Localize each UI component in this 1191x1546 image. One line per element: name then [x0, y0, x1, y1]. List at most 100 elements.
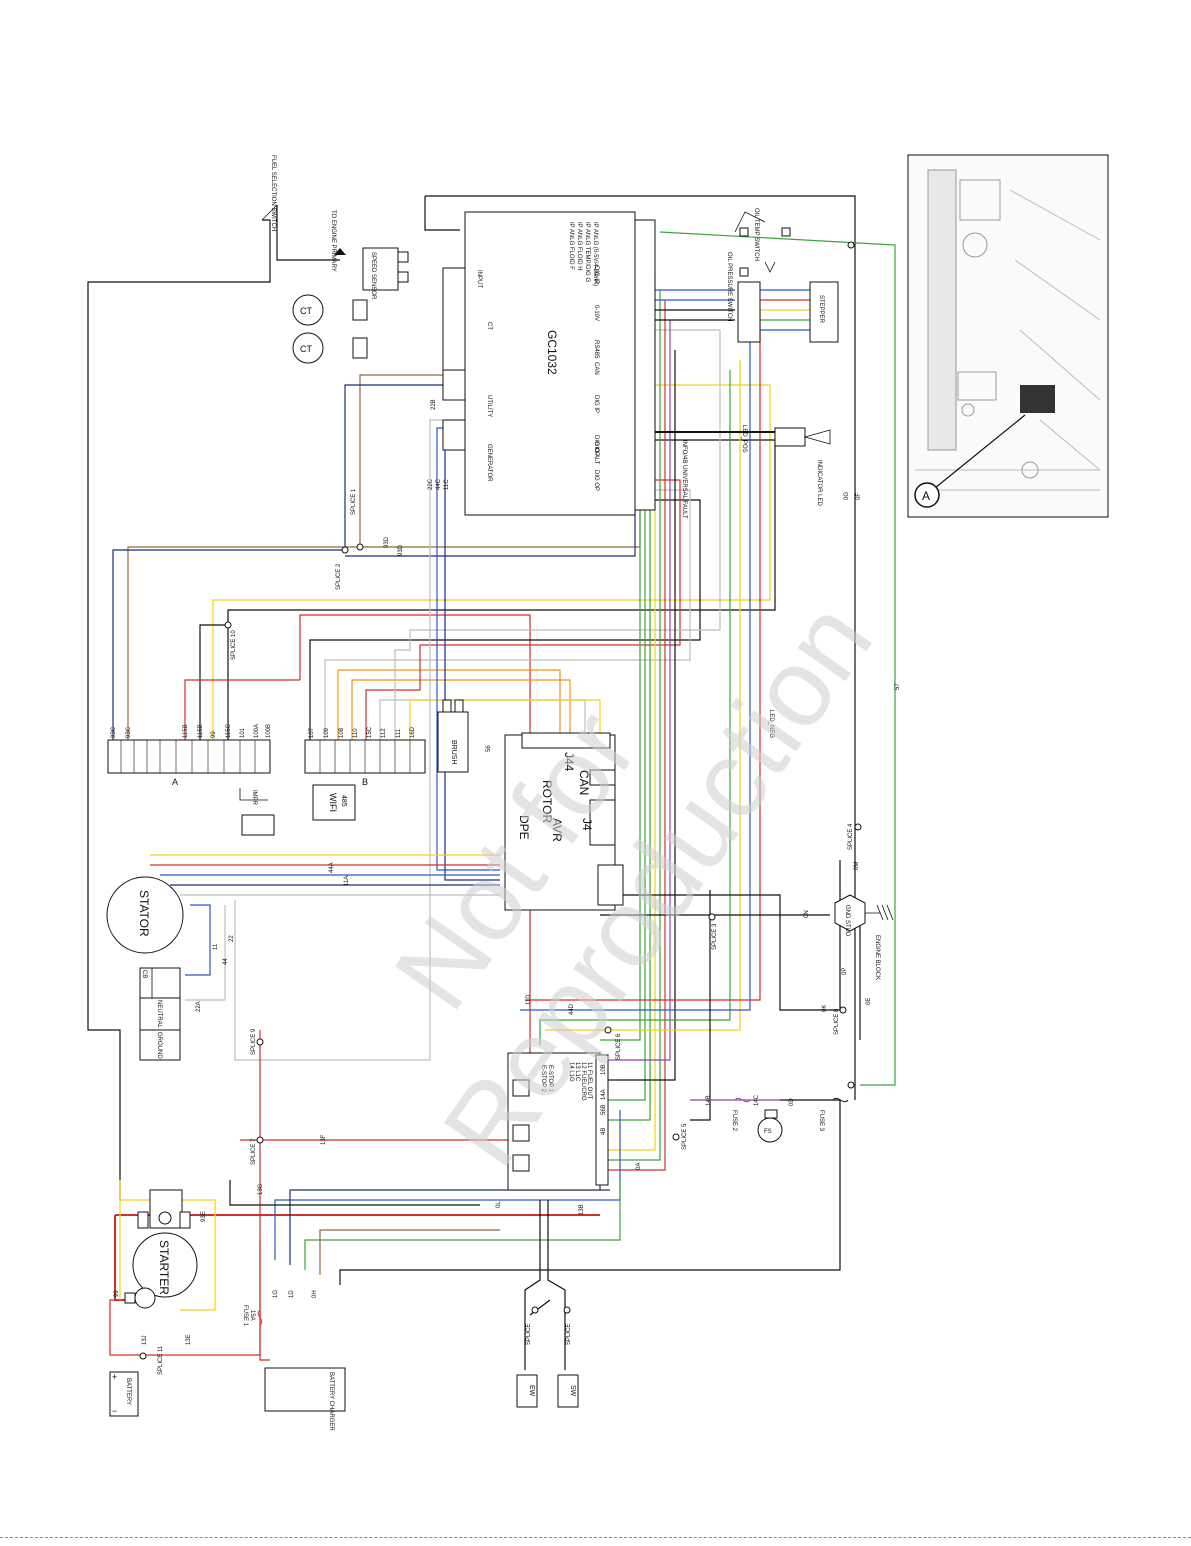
rotor-label: ROTOR	[540, 780, 554, 823]
impr-label: IMPR	[251, 790, 257, 806]
splice-11-label: SPLICE 11	[158, 1345, 164, 1375]
arrow-icon	[334, 248, 346, 255]
wire-label: 22	[229, 935, 235, 942]
wifi-module: WIFI 485	[312, 784, 356, 821]
starter-motor: STARTER	[124, 1232, 198, 1309]
wire-label: 112	[381, 728, 387, 738]
avr-board: ROTOR DPE AVR CAN J4 J44	[504, 732, 624, 911]
splice-1-node	[356, 543, 364, 551]
brush-label: BRUSH	[450, 740, 457, 765]
ground-label: GROUND	[156, 1032, 162, 1059]
pin-12: 12 FUEL/CRG	[580, 1062, 586, 1101]
callout-label: A	[922, 489, 930, 503]
starter-label: STARTER	[157, 1240, 171, 1295]
circuit-breaker: CB NEUTRAL GROUND	[139, 967, 181, 1061]
can-label: CAN	[577, 770, 591, 795]
terminal-block-b: B	[304, 739, 426, 787]
stepper-motor: STEPPER	[737, 281, 839, 343]
wire-label: 15C	[367, 726, 373, 738]
group-input: INPUT	[476, 270, 482, 288]
wire-label: 13B	[579, 1204, 585, 1215]
wire-label: 22C	[428, 478, 434, 490]
controller-name: GC1032	[545, 330, 559, 375]
wire-label: 0E	[866, 998, 872, 1005]
gc1032-controller: GC1032 INPUT CT UTILITY GENERATOR DIG OP…	[442, 211, 774, 738]
led-pos-label: LED_POS	[741, 425, 747, 453]
led-icon	[803, 429, 831, 445]
oil-pressure-label: OIL PRESSURE SWITCH	[726, 252, 732, 321]
splice-2-label: SPLICE 2	[336, 563, 342, 590]
battery-charger-label: BATTERY CHARGER	[328, 1372, 334, 1431]
wire-label: 108	[339, 727, 345, 738]
wire-label: 10B	[601, 1064, 607, 1075]
group-dig-op-2: DIG OP	[593, 435, 599, 456]
avr-label: AVR	[550, 818, 564, 842]
splice-sw-label: SPLICE	[566, 1324, 572, 1345]
splice-sw-node	[563, 1306, 571, 1314]
ct1-label: CT	[300, 306, 312, 316]
wire-label: 111	[396, 728, 402, 738]
splice-10-node	[224, 621, 232, 629]
wire-label: 93E	[201, 1211, 207, 1222]
junction-bottom-node	[847, 1081, 855, 1089]
wire-label: 0L	[496, 1201, 502, 1208]
pin-11: 11 FUEL OUT	[586, 1062, 592, 1100]
stepper-label: STEPPER	[818, 295, 824, 324]
switch-blade-icon	[261, 204, 278, 221]
wire-label: 1G	[273, 1290, 279, 1298]
splice-7-label: SPLICE 7	[251, 1138, 257, 1165]
cb-label: CB	[141, 970, 147, 978]
analog-input-f: IP ANLG FLOID F	[568, 222, 574, 270]
stator: STATOR	[106, 876, 184, 954]
group-dig-ip: DIG IP	[593, 395, 599, 413]
callout-line	[934, 414, 1026, 489]
ct-sensor-2: CT	[292, 332, 368, 364]
ground-stud: GND STUD ENGINE BLOCK	[834, 894, 894, 980]
wire-label: 0H	[312, 1290, 318, 1298]
wire-label: 44	[223, 958, 229, 965]
group-ct: CT	[486, 322, 492, 330]
wire-label: 44D	[569, 1003, 575, 1015]
indicator-led: INDICATOR LED	[774, 427, 831, 506]
oil-temp-label: OIL TEMP SWITCH	[753, 208, 759, 261]
wire-label: 57	[895, 683, 901, 690]
splice-labels: SPLICE 1 SPLICE 2 SPLICE 10 SPLICE 9 SPL…	[158, 488, 854, 1375]
wire-label: 100B	[266, 724, 272, 738]
splice-5-node	[672, 1133, 680, 1141]
wire-label: 11A	[344, 876, 350, 886]
wire-label: 101	[240, 727, 246, 738]
wire-label: 14B	[706, 1095, 712, 1106]
battery-plus-icon: +	[112, 1372, 117, 1382]
splice-4-node	[854, 823, 862, 831]
fuse-1: FUSE 1 15A	[242, 1305, 263, 1327]
wire-label: 0M	[854, 862, 860, 870]
ground-symbol-icon	[865, 904, 894, 921]
wire-label: 93D	[384, 536, 390, 548]
indicator-led-label: INDICATOR LED	[816, 460, 822, 506]
fuse-1-label: FUSE 1	[242, 1305, 248, 1327]
sw-switch: SW	[557, 1374, 579, 1408]
splice-3-node	[708, 913, 716, 921]
battery: BATTERY + −	[109, 1371, 139, 1417]
wire-label: 14A	[601, 1089, 607, 1100]
wire-label: 93D	[398, 544, 404, 556]
gnd-stud-label: GND STUD	[844, 905, 850, 937]
wifi-label: WIFI	[328, 793, 338, 812]
wire-label: 0D	[789, 1098, 795, 1106]
wire-label: 0A	[636, 1163, 642, 1170]
engine-block-label: ENGINE BLOCK	[874, 935, 880, 980]
ew-switch: EW	[516, 1374, 538, 1408]
splice-3-label: SPLICE 3	[712, 923, 718, 950]
battery-charger: BATTERY CHARGER	[264, 1367, 346, 1431]
fuel-selection-switch: FUEL SELECTION SWITCH	[261, 155, 278, 231]
wire-label: 56	[486, 745, 492, 752]
j4-label: J4	[580, 818, 594, 831]
splice-2-node	[341, 546, 349, 554]
splice-1-label: SPLICE 1	[351, 488, 357, 515]
splice-9-label: SPLICE 9	[251, 1028, 257, 1055]
splice-6-node	[604, 1026, 612, 1034]
wire-label: 44A	[329, 862, 335, 873]
oil-temp-switch: OIL TEMP SWITCH	[734, 208, 791, 261]
